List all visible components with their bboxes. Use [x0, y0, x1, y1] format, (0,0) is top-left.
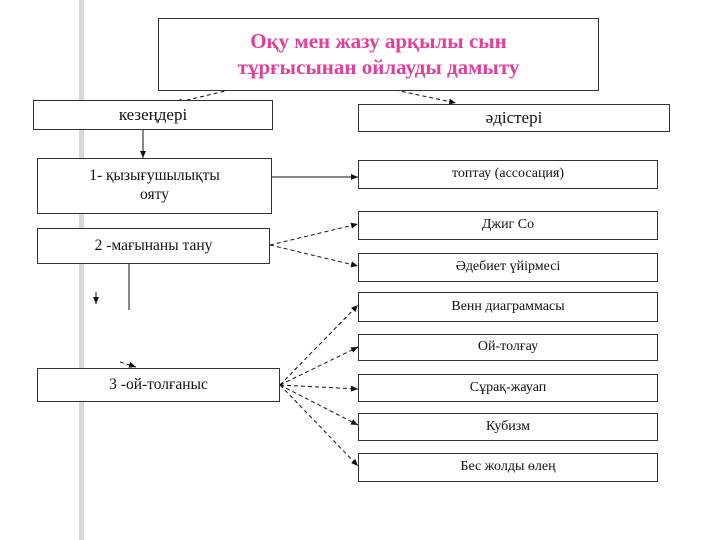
methods-header-box: әдістері: [358, 104, 670, 132]
method-5-label: Ой-толғау: [477, 339, 539, 355]
stage-1-line1: 1- қызығушылықты: [89, 167, 220, 185]
arrow-stage3-to-method7: [279, 384, 359, 426]
stage-box-1: 1- қызығушылықты ояту: [37, 158, 272, 214]
diagram-title-line2: тұрғысынан ойлауды дамыту: [237, 54, 520, 79]
diagram-title-line1: Оқу мен жазу арқылы сын: [250, 29, 507, 54]
method-2-label: Джиг Со: [481, 217, 535, 233]
method-box-4: Венн диаграммасы: [358, 292, 658, 322]
method-7-label: Кубизм: [486, 418, 530, 434]
method-box-1: топтау (ассосация): [358, 160, 658, 189]
arrow-title-to-methods: [394, 89, 457, 105]
method-box-8: Бес жолды өлең: [358, 453, 658, 482]
method-box-3: Әдебиет үйірмесі: [358, 253, 658, 282]
stages-header-label: кезеңдері: [118, 104, 188, 124]
arrow-stage3-to-method5: [279, 346, 359, 386]
method-box-7: Кубизм: [358, 413, 658, 441]
arrow-to-stage3: [119, 361, 137, 368]
arrow-stage3-to-method8: [279, 384, 359, 467]
arrow-stage3-to-method6: [279, 384, 359, 392]
methods-header-label: әдістері: [485, 107, 543, 127]
arrow-stage2-to-method2: [269, 222, 359, 246]
stage-box-2: 2 -мағынаны тану: [37, 228, 270, 264]
method-box-6: Сұрақ-жауап: [358, 374, 658, 402]
method-6-label: Сұрақ-жауап: [469, 379, 547, 395]
method-1-label: топтау (ассосация): [451, 166, 565, 182]
stage-1-line2: ояту: [140, 186, 169, 203]
arrow-stage3-to-method4: [279, 304, 359, 386]
method-4-label: Венн диаграммасы: [451, 298, 565, 314]
stage-3-label: 3 -ой-толғаныс: [109, 375, 208, 393]
arrow-stage2-to-method3: [269, 244, 359, 268]
stages-header-box: кезеңдері: [33, 100, 273, 130]
diagram-title-box: Оқу мен жазу арқылы сын тұрғысынан ойлау…: [158, 18, 599, 91]
method-3-label: Әдебиет үйірмесі: [455, 259, 561, 275]
stage-2-label: 2 -мағынаны тану: [94, 236, 213, 254]
method-box-5: Ой-толғау: [358, 334, 658, 361]
method-box-2: Джиг Со: [358, 211, 658, 240]
left-margin-line: [79, 0, 84, 540]
method-8-label: Бес жолды өлең: [460, 459, 556, 475]
stage-box-3: 3 -ой-толғаныс: [37, 368, 280, 402]
